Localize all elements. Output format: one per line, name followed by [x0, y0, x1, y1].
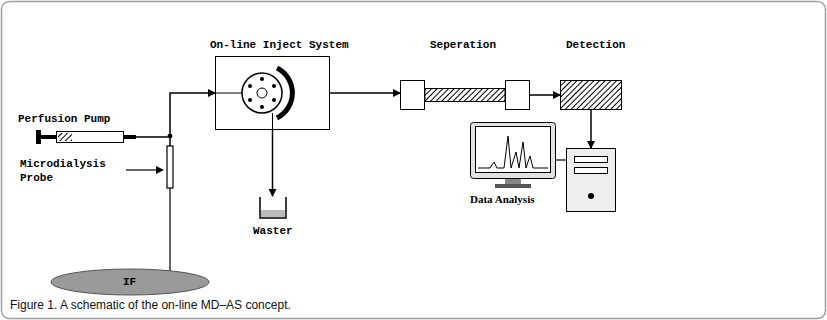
column-symbol: [400, 80, 530, 110]
flow-connector: [590, 110, 592, 148]
monitor-symbol: [470, 122, 556, 188]
detector-box: Detection: [556, 38, 656, 112]
flow-connector: [272, 130, 274, 196]
separation-label: Seperation: [430, 38, 496, 52]
computer-tower: [566, 148, 616, 212]
pump-label: Perfusion Pump: [18, 112, 110, 126]
tissue-fluid: IF: [50, 268, 210, 296]
fluid-label: IF: [123, 275, 136, 289]
injector-label: On-line Inject System: [210, 38, 349, 52]
waste-label: Waster: [253, 224, 293, 238]
flow-connector: [530, 94, 560, 96]
waste-container: Waster: [240, 196, 306, 240]
probe-label: Microdialysis Probe: [20, 157, 120, 185]
detector-symbol: [560, 80, 622, 110]
injection-valve: [215, 56, 330, 130]
syringe-symbol: [36, 130, 136, 144]
computer-cable: [556, 159, 566, 160]
separation-column: Seperation: [396, 38, 536, 112]
detector-label: Detection: [566, 38, 625, 52]
leader-arrow: [126, 166, 164, 174]
flow-connector: [136, 93, 215, 137]
computer-label: Data Analysis: [470, 192, 535, 206]
injector-box: On-line Inject System: [205, 38, 351, 132]
flow-connector: [330, 92, 400, 94]
computer: Data Analysis: [462, 118, 622, 218]
waste-beaker: [258, 196, 288, 220]
syringe-pump: Perfusion Pump: [14, 112, 138, 148]
microdialysis-probe: [167, 134, 173, 271]
figure-caption: Figure 1. A schematic of the on-line MD–…: [10, 298, 291, 313]
